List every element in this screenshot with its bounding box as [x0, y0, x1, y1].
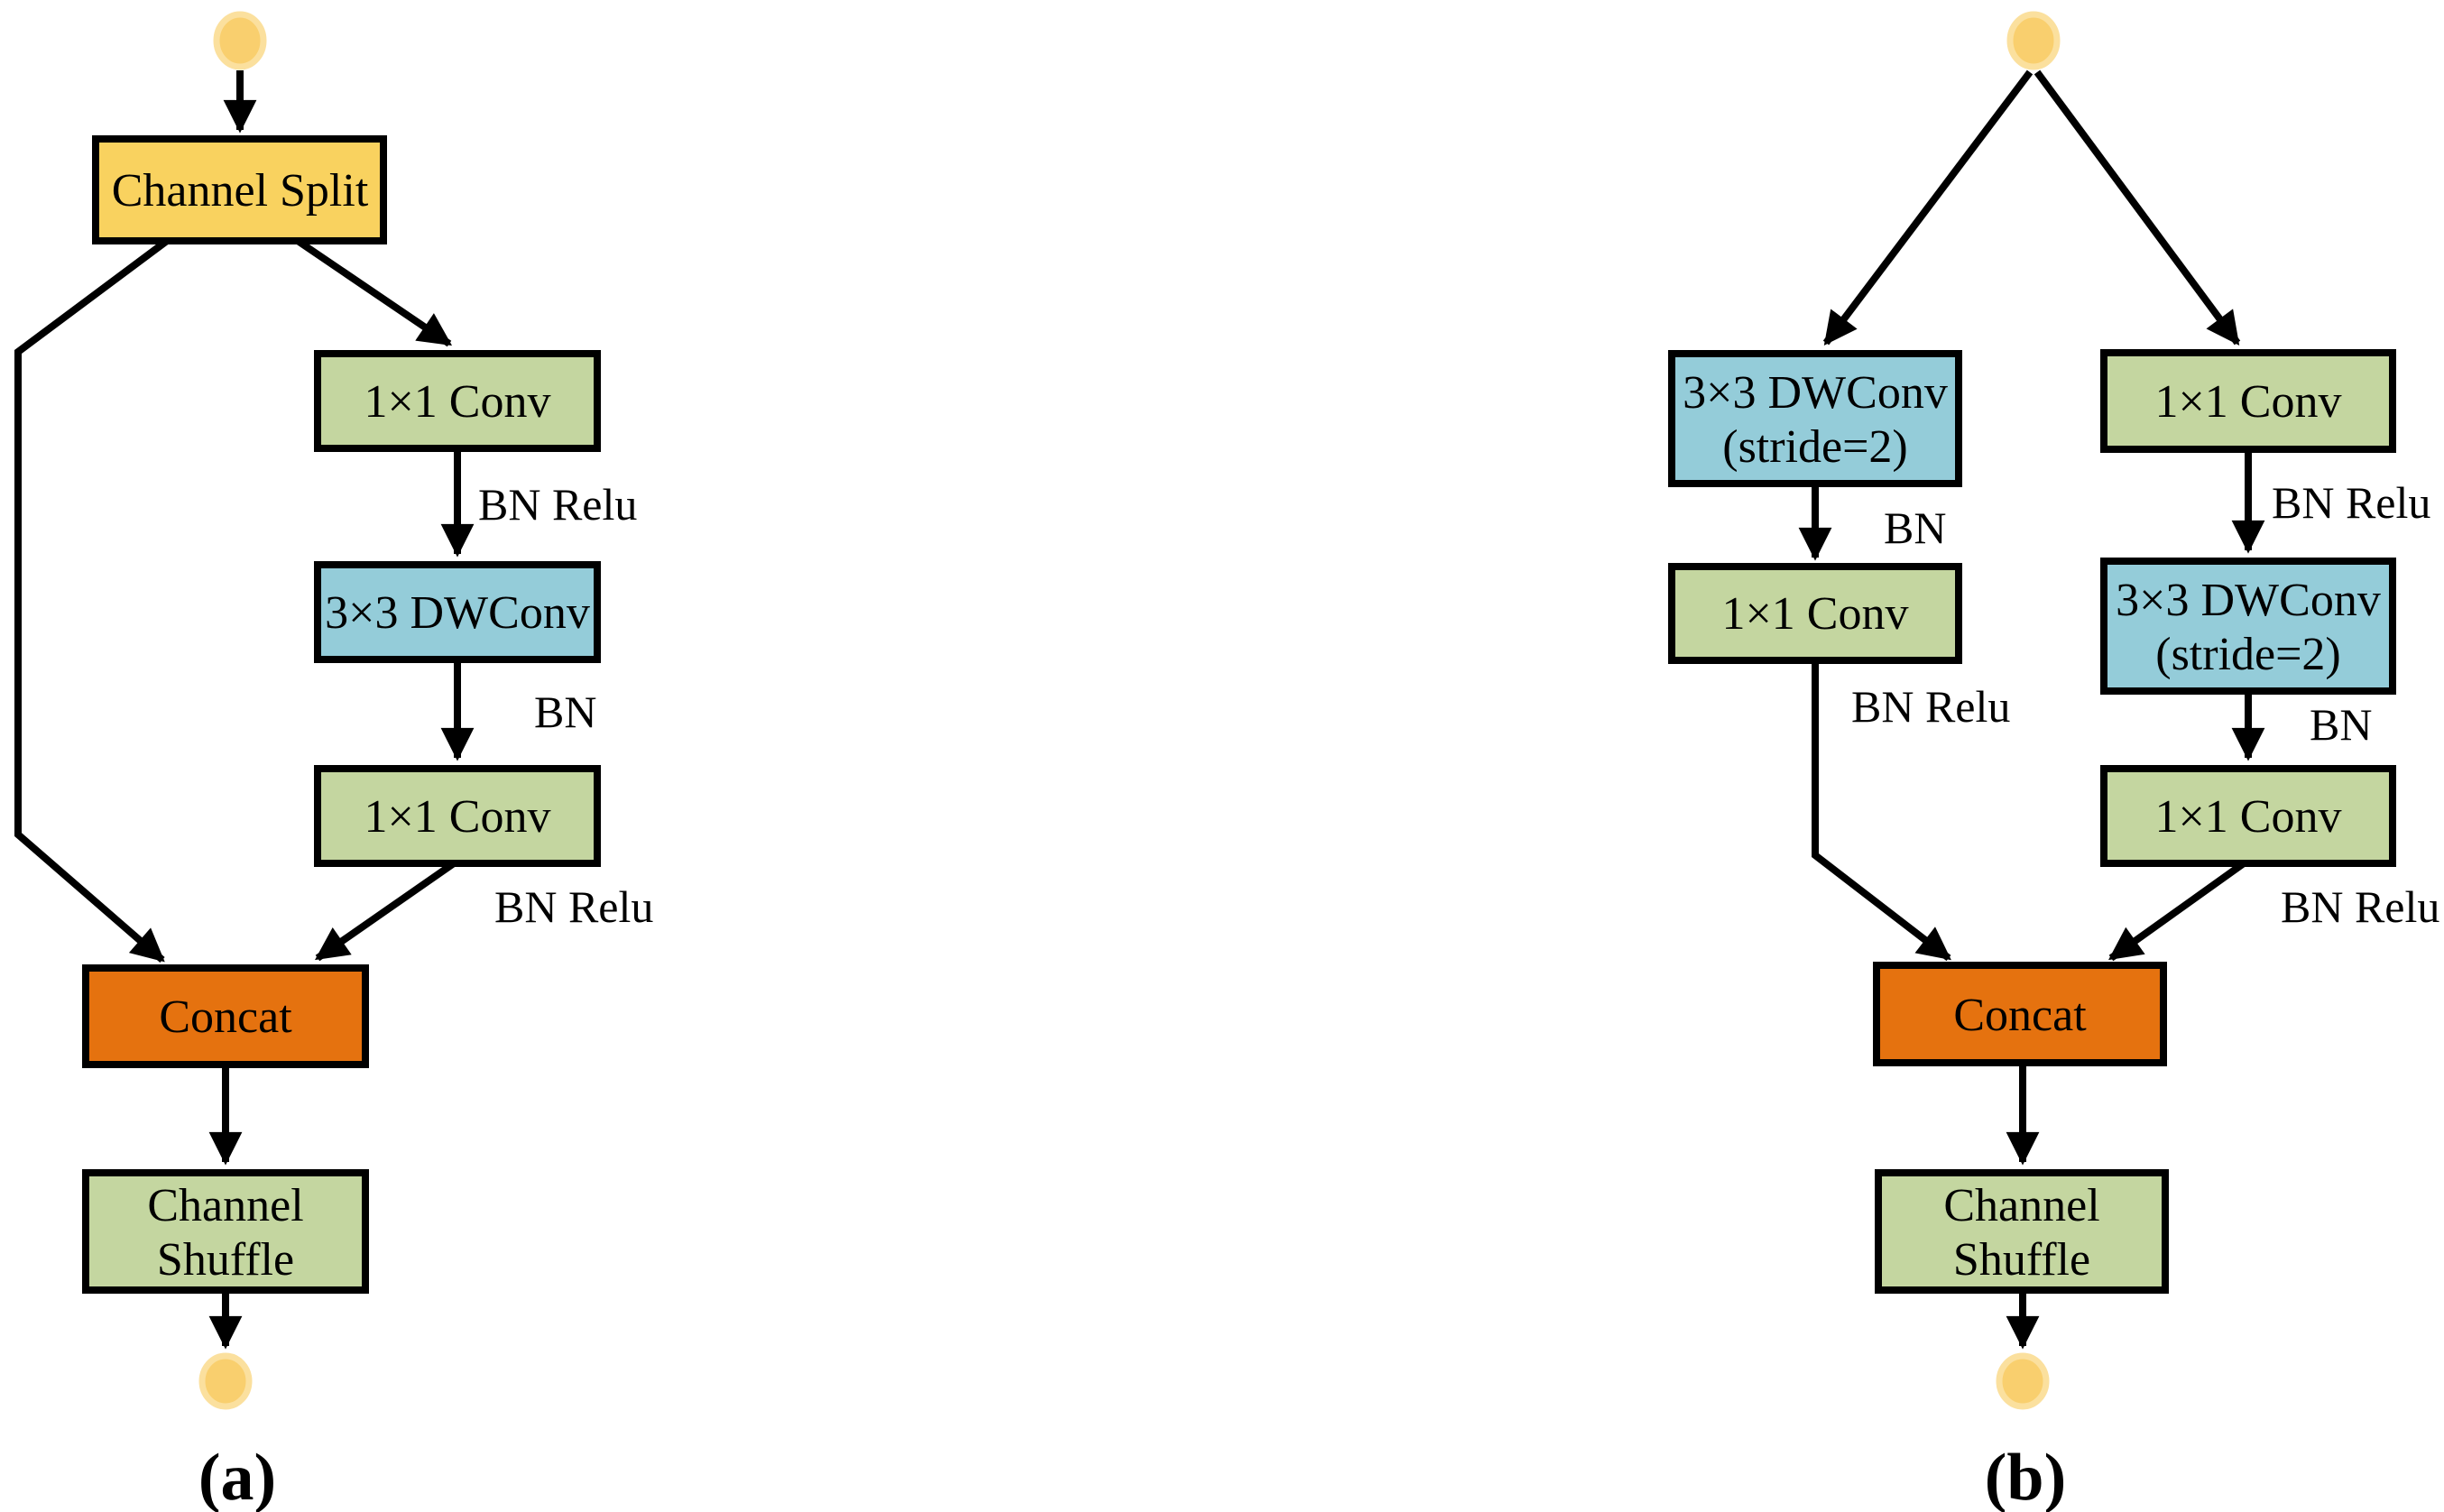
panel-b-channel-shuffle-label-line2: Shuffle: [1953, 1234, 2090, 1286]
panel-a-edge-conv2-to-concat: [314, 860, 457, 962]
panel-a-channel-split-label: Channel Split: [112, 165, 369, 217]
panel-b-right-bn-label: BN: [2310, 699, 2372, 750]
panel-b-left-bn-label: BN: [1884, 502, 1946, 553]
panel-b-caption: (b): [1985, 1441, 2066, 1512]
panel-a-input-node-icon: [213, 11, 267, 70]
panel-b-left-bn-relu-label: BN Relu: [1851, 681, 2010, 732]
panel-b-concat-label: Concat: [1953, 990, 2087, 1041]
panel-b-edge-left-conv-to-concat: [1812, 660, 1951, 962]
panel-a-edge-split-to-conv1: [295, 237, 453, 347]
panel-a-channel-shuffle-label-line2: Shuffle: [157, 1234, 294, 1286]
panel-a: Channel Split 1×1 Conv BN Relu 3×3 DWCon…: [14, 11, 653, 1512]
panel-a-conv1-label: 1×1 Conv: [364, 376, 550, 428]
panel-a-concat-label: Concat: [159, 991, 292, 1043]
panel-b-right-bn-relu-label-1: BN Relu: [2272, 477, 2430, 528]
panel-a-conv2-box: [314, 765, 601, 867]
panel-a-channel-shuffle-label-line1: Channel: [147, 1180, 303, 1231]
panel-b-right-dwconv-label-line1: 3×3 DWConv: [2116, 575, 2381, 626]
panel-b-left-conv-label: 1×1 Conv: [1721, 588, 1908, 640]
panel-b-channel-shuffle-box: [1875, 1169, 2169, 1294]
panel-b-right-conv2-label: 1×1 Conv: [2154, 791, 2341, 843]
panel-b-left-dwconv-box: [1668, 350, 1962, 487]
panel-b-left-conv-box: [1668, 563, 1962, 664]
panel-a-bn-relu-label-1: BN Relu: [478, 479, 637, 530]
panel-a-bn-relu-label-2: BN Relu: [494, 881, 653, 932]
panel-b-right-dwconv-box: [2100, 558, 2396, 695]
panel-a-channel-shuffle-box: [82, 1169, 369, 1294]
panel-b-right-bn-relu-label-2: BN Relu: [2281, 881, 2439, 932]
panel-a-dwconv-label: 3×3 DWConv: [325, 587, 590, 639]
panel-a-conv1-box: [314, 350, 601, 452]
panel-a-conv2-label: 1×1 Conv: [364, 791, 550, 843]
panel-b-right-conv1-label: 1×1 Conv: [2154, 376, 2341, 428]
panel-a-concat-box: [82, 964, 369, 1068]
panel-a-edge-skip-connection: [14, 237, 170, 963]
panel-a-channel-split-box: [92, 135, 387, 244]
panel-a-dwconv-box: [314, 561, 601, 663]
panel-b-channel-shuffle-label-line1: Channel: [1943, 1180, 2099, 1231]
panel-b-right-dwconv-label-line2: (stride=2): [2155, 629, 2341, 680]
panel-b-right-conv2-box: [2100, 765, 2396, 867]
panel-b: 3×3 DWConv (stride=2) BN 1×1 Conv BN Rel…: [1668, 11, 2439, 1512]
panel-b-output-node-icon: [1996, 1352, 2050, 1410]
panel-a-output-node-icon: [198, 1352, 253, 1410]
panel-b-left-dwconv-label-line2: (stride=2): [1722, 421, 1908, 473]
panel-a-bn-label: BN: [534, 687, 596, 737]
panel-a-caption: (a): [198, 1441, 276, 1512]
panel-b-edge-input-to-right-conv1: [2034, 69, 2241, 346]
panel-b-left-dwconv-label-line1: 3×3 DWConv: [1683, 367, 1948, 419]
panel-b-edge-input-to-left-dwconv: [1822, 69, 2034, 346]
panel-b-edge-right-conv2-to-concat: [2108, 860, 2246, 962]
panel-b-input-node-icon: [2006, 11, 2061, 70]
